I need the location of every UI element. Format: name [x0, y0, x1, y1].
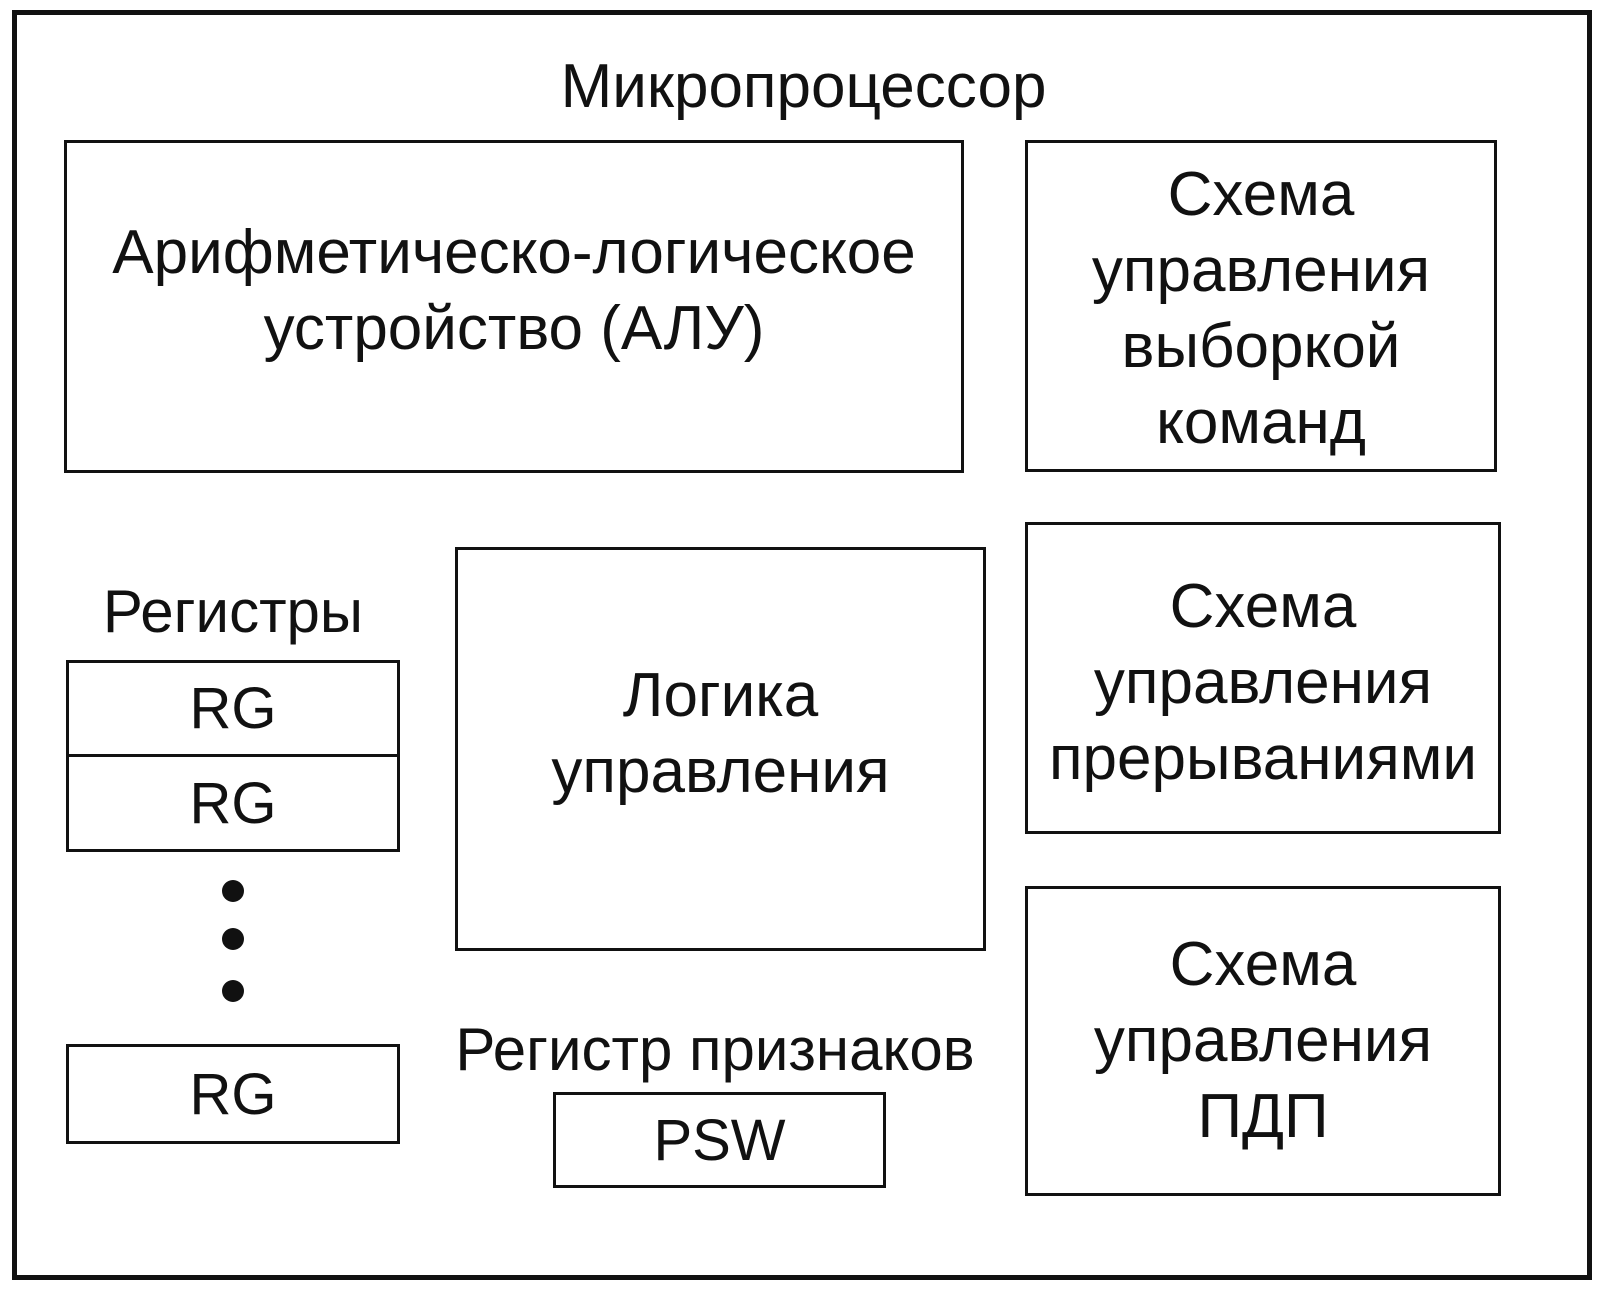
interrupt-control-block: Схема управления прерываниями: [1025, 522, 1501, 834]
interrupt-control-line2: управления: [1093, 648, 1433, 717]
fetch-control-block: Схема управления выборкой команд: [1025, 140, 1497, 472]
dma-control-line3: ПДП: [1197, 1082, 1329, 1151]
alu-block: Арифметическо-логическое устройство (АЛУ…: [64, 140, 964, 473]
control-logic-line2: управления: [551, 737, 890, 806]
control-logic-line1: Логика: [622, 661, 819, 730]
diagram-title: Микропроцессор: [560, 52, 1047, 121]
alu-label-line2: устройство (АЛУ): [263, 294, 765, 363]
microprocessor-frame: [12, 10, 1592, 1280]
ellipsis-dot: [222, 980, 244, 1002]
fetch-control-line2: управления: [1091, 236, 1431, 305]
registers-heading: Регистры: [102, 578, 364, 645]
ellipsis-dot: [222, 928, 244, 950]
register-rg-n: RG: [66, 1044, 400, 1144]
fetch-control-line4: команд: [1156, 388, 1366, 457]
dma-control-block: Схема управления ПДП: [1025, 886, 1501, 1196]
register-rg-2: RG: [66, 754, 400, 852]
dma-control-line2: управления: [1093, 1006, 1433, 1075]
alu-label-line1: Арифметическо-логическое: [112, 218, 916, 287]
interrupt-control-line1: Схема: [1169, 572, 1357, 641]
ellipsis-dot: [222, 880, 244, 902]
fetch-control-line1: Схема: [1167, 160, 1355, 229]
fetch-control-line3: выборкой: [1121, 312, 1401, 381]
flags-register-heading: Регистр признаков: [455, 1016, 975, 1083]
psw-register: PSW: [553, 1092, 886, 1188]
register-rg-1: RG: [66, 660, 400, 757]
interrupt-control-line3: прерываниями: [1048, 724, 1477, 793]
dma-control-line1: Схема: [1169, 930, 1357, 999]
control-logic-block: Логика управления: [455, 547, 986, 951]
